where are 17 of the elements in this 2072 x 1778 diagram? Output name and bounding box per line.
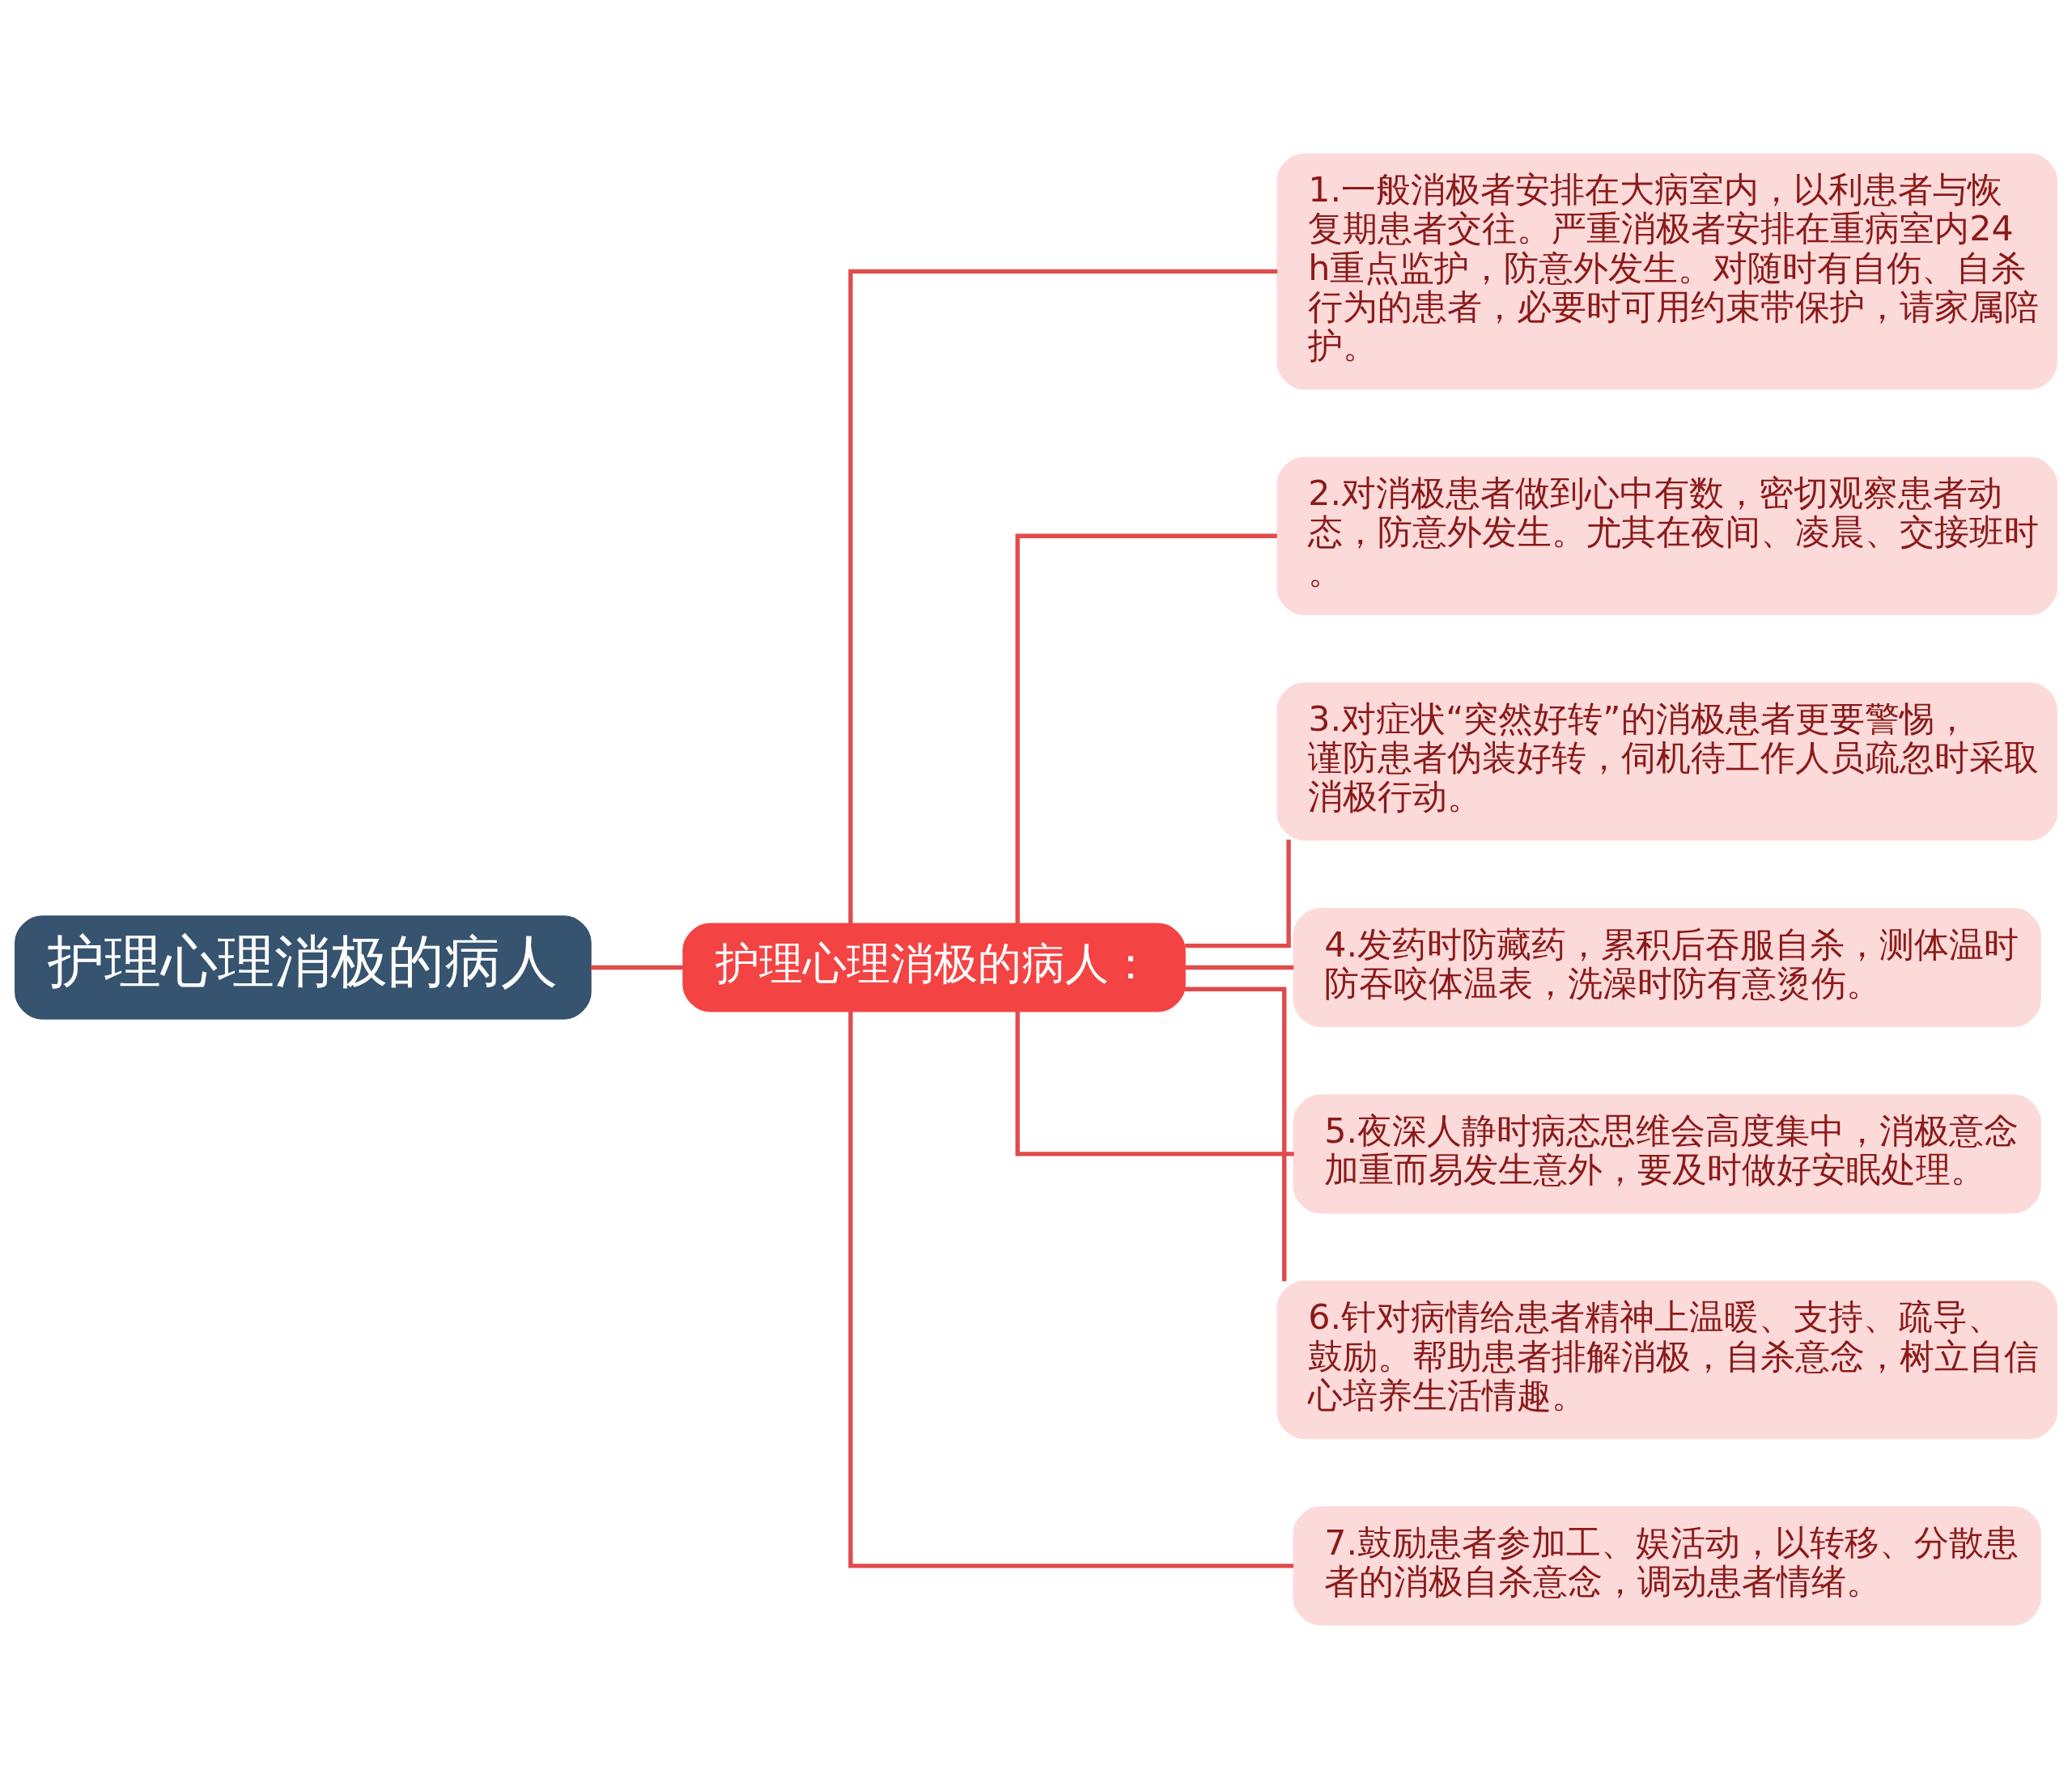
node-box: 护理心理消极的病人 xyxy=(15,914,592,1020)
connector xyxy=(1184,987,1287,1281)
connector xyxy=(1015,1011,1294,1156)
connector xyxy=(848,269,1278,924)
node-box: 3.对症状“突然好转”的消极患者更要警惕，谨防患者伪装好转，伺机待工作人员疏忽时采取消极行动。 xyxy=(1276,681,2057,841)
connector xyxy=(848,1011,1294,1568)
connector xyxy=(1185,839,1291,948)
node-box: 7.鼓励患者参加工、娱活动，以转移、分散患者的消极自杀意念，调动患者情绪。 xyxy=(1293,1505,2041,1626)
node-box: 1.一般消极者安排在大病室内，以利患者与恢复期患者交往。严重消极者安排在重病室内24h重点监护，防意外发生。对随时有自伤、自杀行为的患者，必要时可用约束带保护，请家属陪护。 xyxy=(1276,152,2057,389)
node-box: 护理心理消极的病人： xyxy=(682,923,1186,1012)
node-box: 5.夜深人静时病态思维会高度集中，消极意念加重而易发生意外，要及时做好安眠处理。 xyxy=(1293,1093,2041,1214)
node-box: 2.对消极患者做到心中有数，密切观察患者动态，防意外发生。尤其在夜间、凌晨、交接班时。 xyxy=(1276,456,2057,615)
connector xyxy=(591,965,684,970)
node-box: 6.针对病情给患者精神上温暖、支持、疏导、鼓励。帮助患者排解消极，自杀意念，树立自信心培养生活情趣。 xyxy=(1276,1280,2057,1439)
node-box: 4.发药时防藏药，累积后吞服自杀，测体温时防吞咬体温表，洗澡时防有意烫伤。 xyxy=(1293,907,2041,1027)
connector xyxy=(1015,533,1277,923)
connector xyxy=(1185,965,1294,970)
